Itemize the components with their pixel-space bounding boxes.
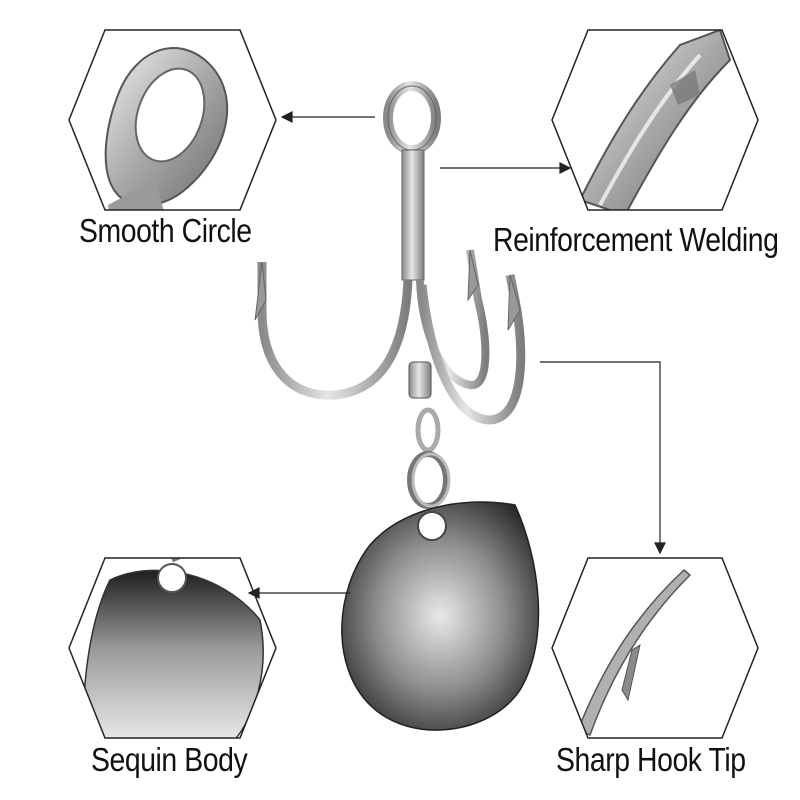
- arrow-head-icon: [280, 111, 293, 123]
- ring-closeup: [68, 29, 277, 211]
- hexagon-frame: [68, 29, 277, 211]
- hook-tip-closeup: [551, 557, 759, 739]
- label-sequin-body: Sequin Body: [91, 741, 248, 778]
- hexagon-frame: [551, 29, 759, 211]
- hexagon-frame: [551, 557, 759, 739]
- label-smooth-circle: Smooth Circle: [79, 212, 252, 249]
- sequin-blade: [341, 501, 540, 731]
- arrow-head-icon: [559, 162, 572, 174]
- treble-hook: [254, 81, 526, 509]
- label-reinforcement-welding: Reinforcement Welding: [493, 221, 779, 258]
- arrow-head-icon: [247, 587, 260, 599]
- label-sharp-hook-tip: Sharp Hook Tip: [556, 741, 746, 778]
- arrow-head-icon: [654, 542, 666, 555]
- hexagon-frame: [68, 557, 277, 739]
- sequin-closeup: [68, 557, 277, 739]
- callout-arrows: [247, 111, 666, 599]
- welding-closeup: [551, 29, 759, 211]
